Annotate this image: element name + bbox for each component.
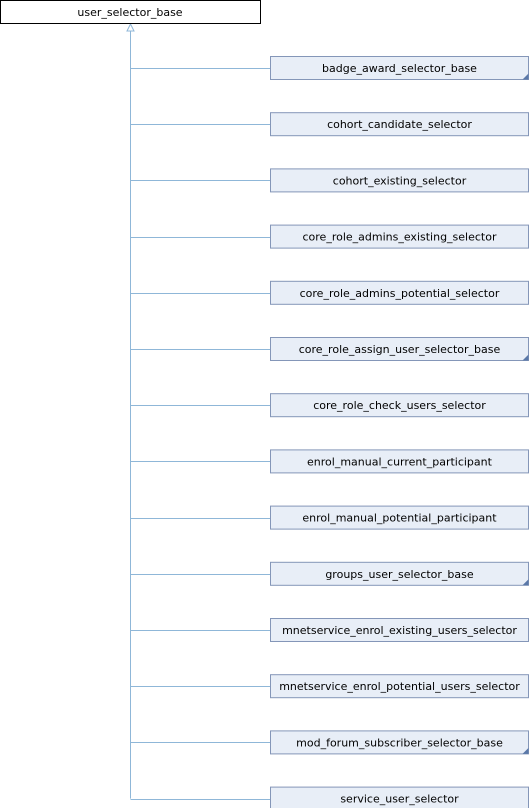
- subclass-node[interactable]: enrol_manual_current_participant: [270, 449, 529, 474]
- has-subclasses-marker: [522, 747, 529, 754]
- subclass-label: groups_user_selector_base: [325, 568, 474, 581]
- subclass-node[interactable]: cohort_candidate_selector: [270, 112, 529, 137]
- has-subclasses-marker: [522, 579, 529, 586]
- base-class-label: user_selector_base: [77, 6, 182, 19]
- subclass-box: [270, 505, 529, 530]
- inheritance-edges: [126, 22, 271, 800]
- subclass-box: [270, 674, 529, 699]
- subclass-node[interactable]: core_role_admins_existing_selector: [270, 224, 529, 249]
- subclass-node[interactable]: mod_forum_subscriber_selector_base: [270, 730, 529, 755]
- subclass-label: mnetservice_enrol_potential_users_select…: [279, 680, 520, 693]
- subclass-node[interactable]: mnetservice_enrol_existing_users_selecto…: [270, 618, 529, 642]
- subclass-box: [270, 337, 529, 361]
- subclass-label: core_role_admins_potential_selector: [300, 287, 500, 300]
- subclass-label: mnetservice_enrol_existing_users_selecto…: [282, 624, 517, 637]
- inheritance-arrowhead: [126, 22, 135, 32]
- base-class-node[interactable]: user_selector_base: [0, 0, 261, 24]
- subclass-box: [270, 449, 529, 474]
- subclass-box: [270, 56, 529, 80]
- subclass-box: [270, 224, 529, 249]
- has-subclasses-marker: [522, 73, 529, 80]
- subclass-box: [270, 112, 529, 137]
- subclass-label: enrol_manual_current_participant: [307, 455, 493, 468]
- subclass-label: cohort_candidate_selector: [327, 118, 472, 131]
- subclass-label: core_role_assign_user_selector_base: [299, 343, 501, 356]
- base-class-box: [0, 0, 261, 24]
- subclass-node[interactable]: service_user_selector: [270, 786, 529, 808]
- subclass-node[interactable]: core_role_assign_user_selector_base: [270, 337, 529, 361]
- subclass-label: enrol_manual_potential_participant: [302, 512, 497, 525]
- subclass-label: core_role_admins_existing_selector: [303, 231, 497, 244]
- subclass-box: [270, 168, 529, 193]
- subclass-node[interactable]: core_role_check_users_selector: [270, 393, 529, 418]
- subclass-node[interactable]: badge_award_selector_base: [270, 56, 529, 80]
- subclass-label: mod_forum_subscriber_selector_base: [296, 736, 503, 749]
- subclass-box: [270, 393, 529, 418]
- subclass-box: [270, 280, 529, 305]
- subclass-box: [270, 730, 529, 755]
- subclass-node[interactable]: mnetservice_enrol_potential_users_select…: [270, 674, 529, 699]
- subclass-label: cohort_existing_selector: [333, 174, 467, 187]
- subclass-node[interactable]: core_role_admins_potential_selector: [270, 280, 529, 305]
- subclass-label: badge_award_selector_base: [322, 62, 477, 75]
- subclass-label: core_role_check_users_selector: [313, 399, 486, 412]
- subclass-box: [270, 561, 529, 586]
- subclass-label: service_user_selector: [340, 793, 459, 806]
- subclass-node[interactable]: cohort_existing_selector: [270, 168, 529, 193]
- subclass-node[interactable]: groups_user_selector_base: [270, 561, 529, 586]
- subclass-box: [270, 618, 529, 642]
- subclass-nodes: badge_award_selector_base cohort_candidat…: [270, 56, 529, 808]
- has-subclasses-marker: [522, 354, 529, 361]
- subclass-box: [270, 786, 529, 808]
- subclass-node[interactable]: enrol_manual_potential_participant: [270, 505, 529, 530]
